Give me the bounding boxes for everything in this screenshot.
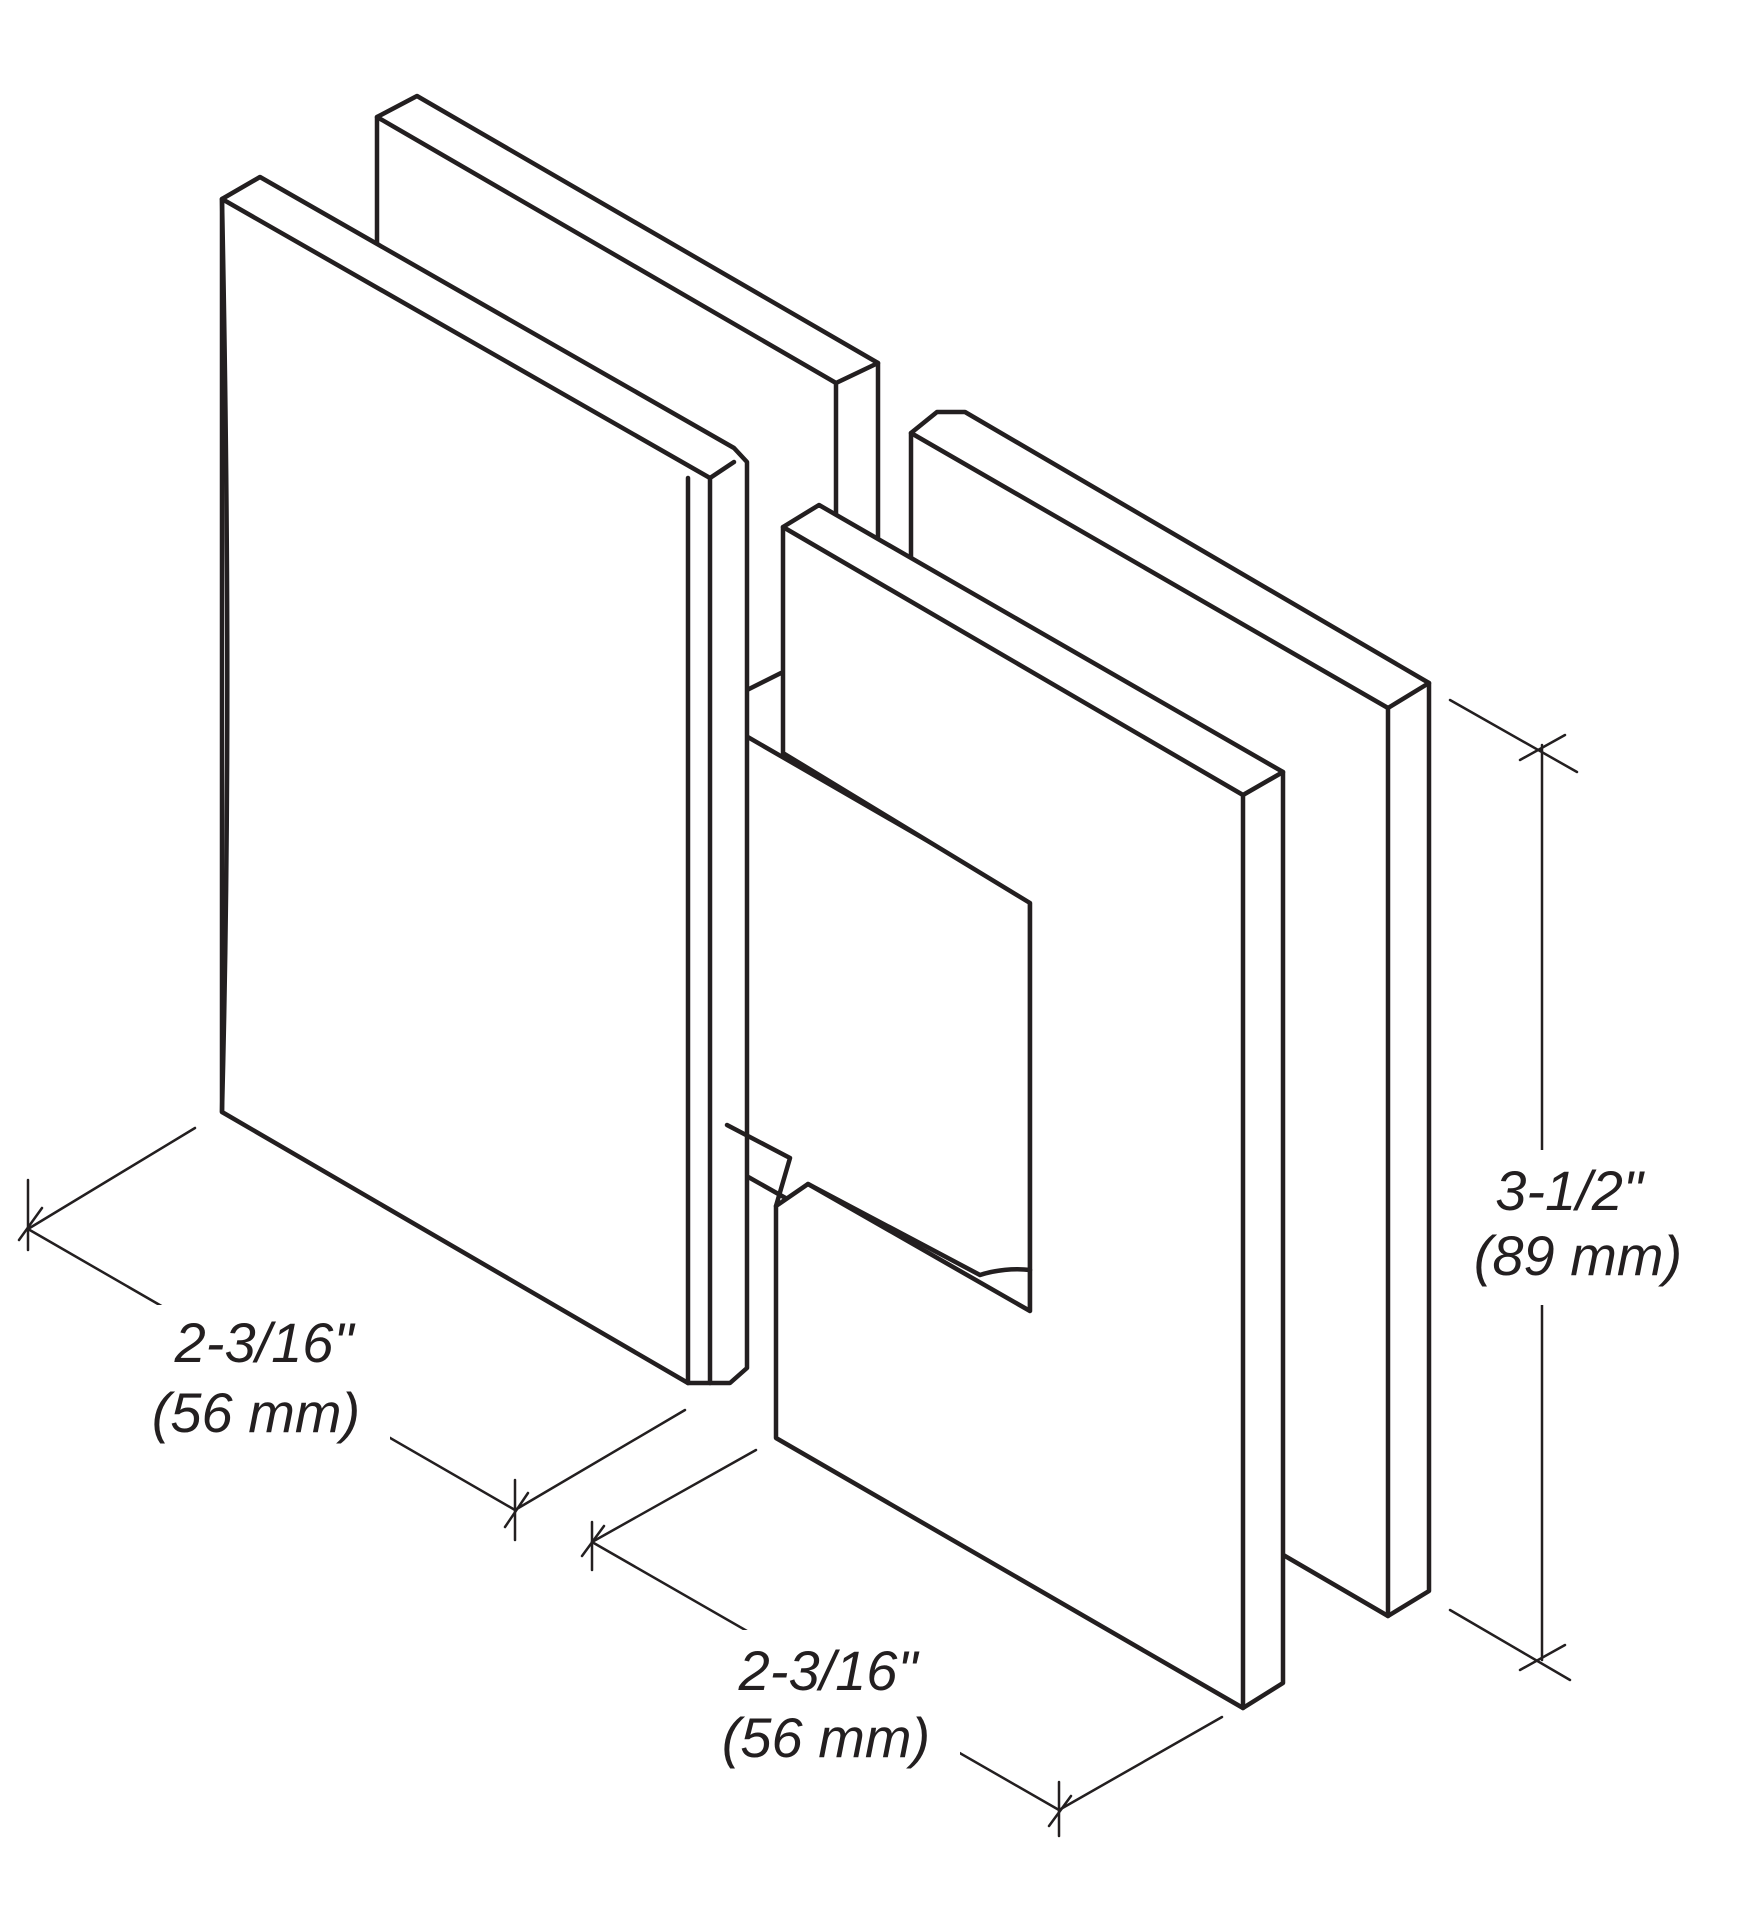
- label-left-width: 2-3/16" (56 mm): [130, 1305, 390, 1455]
- label-height: 3-1/2" (89 mm): [1450, 1150, 1700, 1305]
- right-width-imperial: 2-3/16": [738, 1639, 920, 1702]
- height-metric: (89 mm): [1474, 1224, 1682, 1287]
- height-imperial: 3-1/2": [1495, 1159, 1645, 1222]
- label-right-width: 2-3/16" (56 mm): [700, 1630, 960, 1780]
- front-left-plate: [219, 174, 750, 1386]
- left-width-metric: (56 mm): [152, 1381, 360, 1444]
- right-width-metric: (56 mm): [722, 1706, 930, 1769]
- front-right-plate: [724, 502, 1286, 1711]
- left-width-imperial: 2-3/16": [174, 1311, 356, 1374]
